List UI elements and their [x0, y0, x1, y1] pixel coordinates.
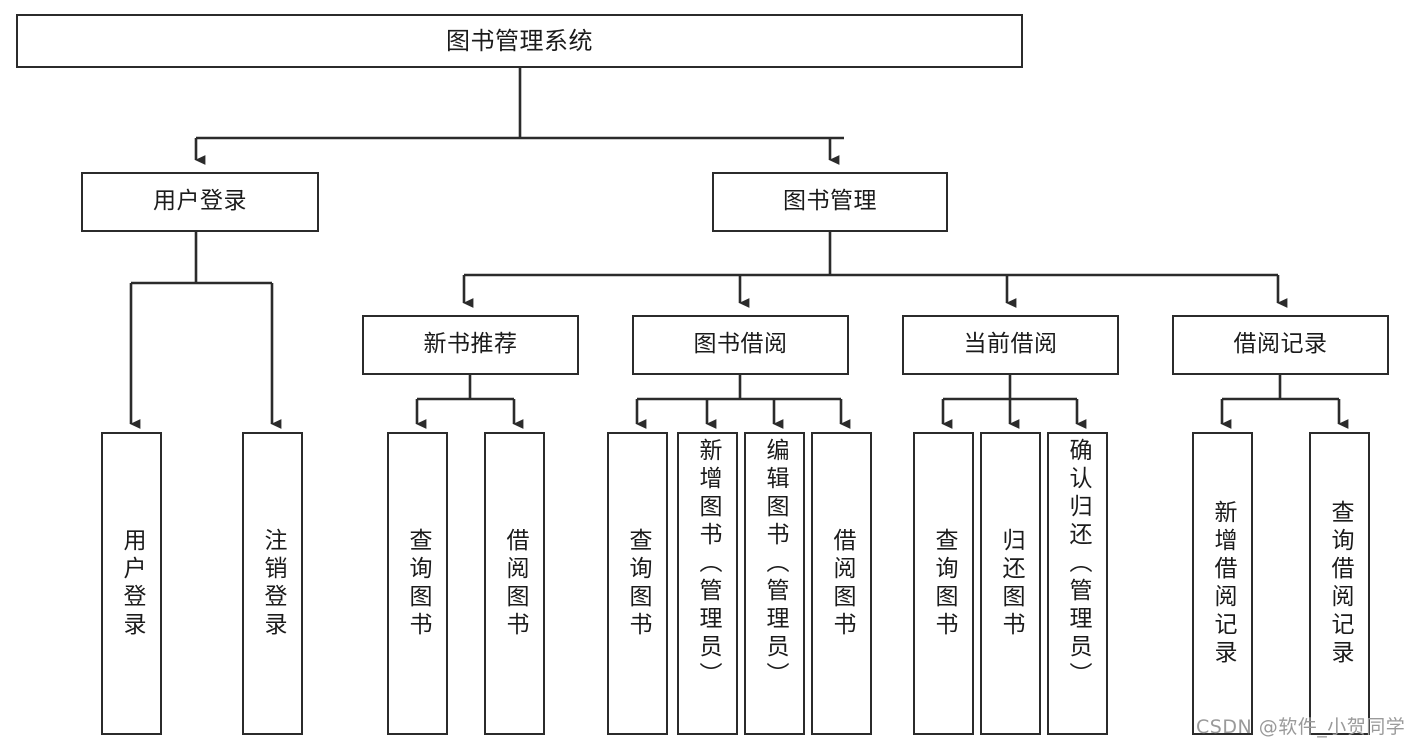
watermark-csdn: CSDN @软件_小贺同学 — [1196, 716, 1405, 738]
node-label: 确认归还（管理员） — [1065, 438, 1091, 690]
node-label: 借阅图书 — [829, 527, 855, 640]
node-label: 查询图书 — [625, 527, 651, 640]
leaf-borrow-book-newbook[interactable]: 借阅图书 — [484, 432, 545, 735]
leaf-borrow-book[interactable]: 借阅图书 — [811, 432, 872, 735]
node-label: 新增图书（管理员） — [695, 438, 721, 690]
node-new-book-recommend[interactable]: 新书推荐 — [362, 315, 579, 375]
node-label: 归还图书 — [998, 527, 1024, 640]
node-label: 查询借阅记录 — [1327, 499, 1353, 668]
node-label: 借阅图书 — [502, 527, 528, 640]
node-label: 借阅记录 — [1233, 331, 1328, 358]
node-label: 注销登录 — [260, 527, 286, 640]
leaf-edit-book-admin[interactable]: 编辑图书（管理员） — [744, 432, 805, 735]
node-user-login[interactable]: 用户登录 — [81, 172, 319, 232]
leaf-confirm-return-admin[interactable]: 确认归还（管理员） — [1047, 432, 1108, 735]
leaf-query-borrow-record[interactable]: 查询借阅记录 — [1309, 432, 1370, 735]
leaf-query-book-borrow[interactable]: 查询图书 — [607, 432, 668, 735]
node-label: 查询图书 — [405, 527, 431, 640]
node-label: 用户登录 — [153, 188, 247, 215]
leaf-add-book-admin[interactable]: 新增图书（管理员） — [677, 432, 738, 735]
node-book-borrow[interactable]: 图书借阅 — [632, 315, 849, 375]
node-label: 当前借阅 — [963, 331, 1058, 358]
node-book-management[interactable]: 图书管理 — [712, 172, 948, 232]
node-label: 图书借阅 — [693, 331, 788, 358]
node-root-system[interactable]: 图书管理系统 — [16, 14, 1023, 68]
node-current-borrow[interactable]: 当前借阅 — [902, 315, 1119, 375]
leaf-return-book[interactable]: 归还图书 — [980, 432, 1041, 735]
node-label: 编辑图书（管理员） — [762, 438, 788, 690]
node-label: 新增借阅记录 — [1210, 499, 1236, 668]
leaf-logout[interactable]: 注销登录 — [242, 432, 303, 735]
node-label: 图书管理 — [783, 188, 877, 215]
node-label: 新书推荐 — [423, 331, 518, 358]
leaf-query-book-newbook[interactable]: 查询图书 — [387, 432, 448, 735]
node-borrow-record[interactable]: 借阅记录 — [1172, 315, 1389, 375]
node-label: 查询图书 — [931, 527, 957, 640]
leaf-query-book-current[interactable]: 查询图书 — [913, 432, 974, 735]
leaf-user-login[interactable]: 用户登录 — [101, 432, 162, 735]
leaf-add-borrow-record[interactable]: 新增借阅记录 — [1192, 432, 1253, 735]
node-label: 图书管理系统 — [446, 26, 593, 55]
node-label: 用户登录 — [119, 527, 145, 640]
